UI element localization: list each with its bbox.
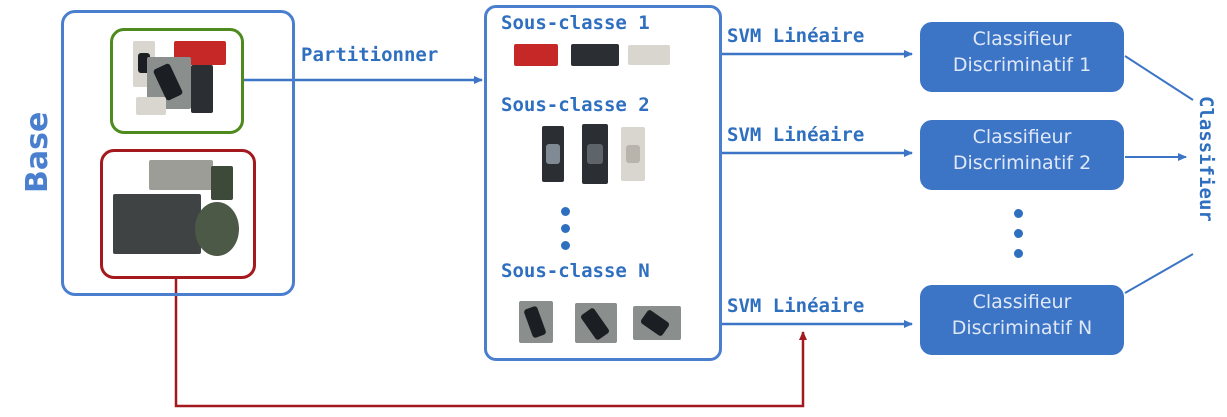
background-patch bbox=[195, 202, 239, 256]
negative-samples-arrow bbox=[174, 275, 807, 408]
classifier-box-n: Classifieur Discriminatif N bbox=[920, 285, 1124, 355]
classifier-2-line2: Discriminatif 2 bbox=[952, 152, 1092, 174]
final-classifier-label: Classifieur bbox=[1195, 96, 1217, 222]
partition-label: Partitionner bbox=[301, 44, 439, 66]
subclass-n-thumbnail bbox=[519, 301, 553, 343]
classifier-1-line2: Discriminatif 1 bbox=[952, 54, 1092, 76]
base-label: Base bbox=[20, 111, 55, 193]
combine-line-1 bbox=[1124, 55, 1194, 101]
positive-samples-box bbox=[110, 28, 244, 134]
subclass-2-thumbnail bbox=[542, 126, 564, 182]
subclass-1-thumbnail bbox=[571, 44, 619, 66]
subclass-n-thumbnail bbox=[575, 303, 617, 343]
continuation-dot bbox=[561, 241, 570, 250]
continuation-dot bbox=[1014, 229, 1023, 238]
classifier-2-line1: Classifieur bbox=[972, 126, 1072, 148]
continuation-dot bbox=[561, 207, 570, 216]
background-patch bbox=[113, 194, 201, 254]
subclass-2-title: Sous-classe 2 bbox=[501, 94, 650, 116]
continuation-dot bbox=[1014, 209, 1023, 218]
negative-samples-box bbox=[100, 149, 256, 279]
svm-label-n: SVM Linéaire bbox=[727, 295, 865, 317]
subclass-1-thumbnail bbox=[628, 45, 670, 65]
subclass-2-thumbnail bbox=[621, 127, 645, 181]
classifier-box-1: Classifieur Discriminatif 1 bbox=[920, 22, 1124, 92]
subclass-1-title: Sous-classe 1 bbox=[501, 12, 650, 34]
background-patch bbox=[149, 160, 213, 190]
base-container bbox=[61, 10, 295, 296]
svm-label-2: SVM Linéaire bbox=[727, 124, 865, 146]
sample-car-thumbnail bbox=[136, 97, 166, 115]
combine-line-n bbox=[1124, 253, 1194, 294]
subclass-2-thumbnail bbox=[582, 124, 608, 184]
classifier-n-line2: Discriminatif N bbox=[951, 317, 1093, 339]
classifier-1-line1: Classifieur bbox=[972, 28, 1072, 50]
subclass-1-thumbnail bbox=[514, 44, 558, 66]
svm-label-1: SVM Linéaire bbox=[727, 25, 865, 47]
subclass-n-thumbnail bbox=[633, 306, 681, 340]
continuation-dot bbox=[561, 224, 570, 233]
continuation-dot bbox=[1014, 249, 1023, 258]
classifier-box-2: Classifieur Discriminatif 2 bbox=[920, 120, 1124, 190]
background-patch bbox=[211, 166, 233, 200]
classifier-n-line1: Classifieur bbox=[972, 291, 1072, 313]
subclass-n-title: Sous-classe N bbox=[501, 260, 650, 282]
sample-car-thumbnail bbox=[191, 65, 213, 113]
